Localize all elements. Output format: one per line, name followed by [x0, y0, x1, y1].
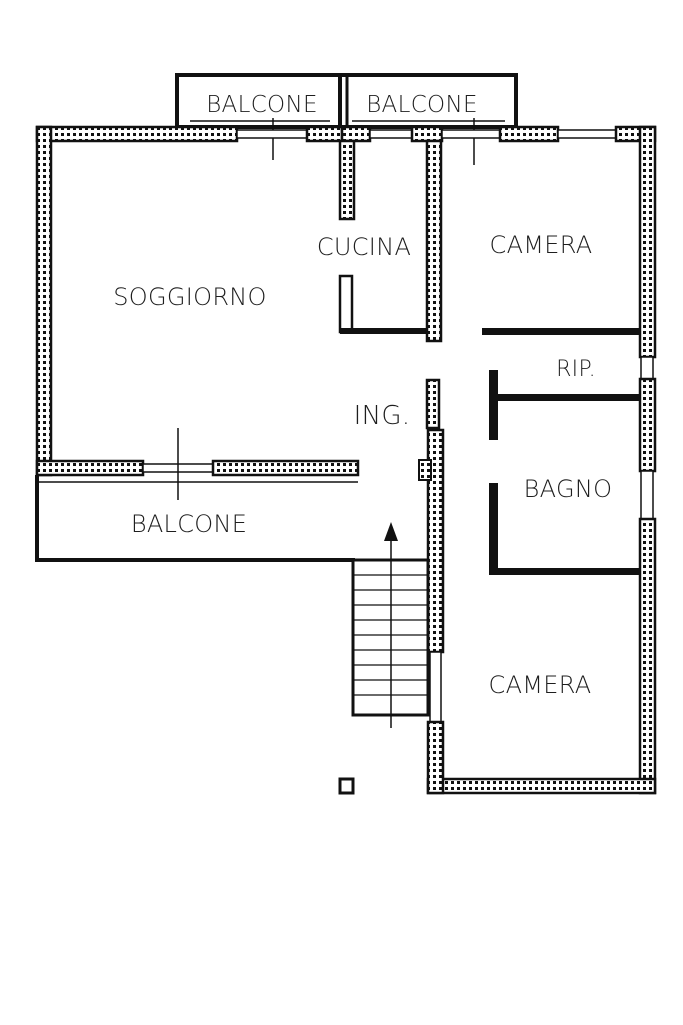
label-soggiorno: SOGGIORNO	[113, 283, 267, 311]
label-camera-top: CAMERA	[490, 231, 593, 259]
label-bagno: BAGNO	[524, 475, 613, 503]
label-balcone-top-right: BALCONE	[366, 92, 478, 118]
interior-walls	[338, 139, 640, 575]
label-balcone-top-left: BALCONE	[206, 92, 318, 118]
label-ripostiglio: RIP.	[556, 357, 596, 382]
balcony-bottom	[35, 428, 358, 562]
balcony-top	[175, 73, 518, 165]
exterior-walls	[35, 125, 657, 795]
staircase	[351, 522, 430, 728]
pillar	[338, 777, 355, 795]
label-camera-bottom: CAMERA	[489, 671, 592, 699]
label-ingresso: ING.	[354, 401, 411, 431]
label-cucina: CUCINA	[317, 233, 411, 261]
label-balcone-bottom: BALCONE	[131, 510, 247, 538]
